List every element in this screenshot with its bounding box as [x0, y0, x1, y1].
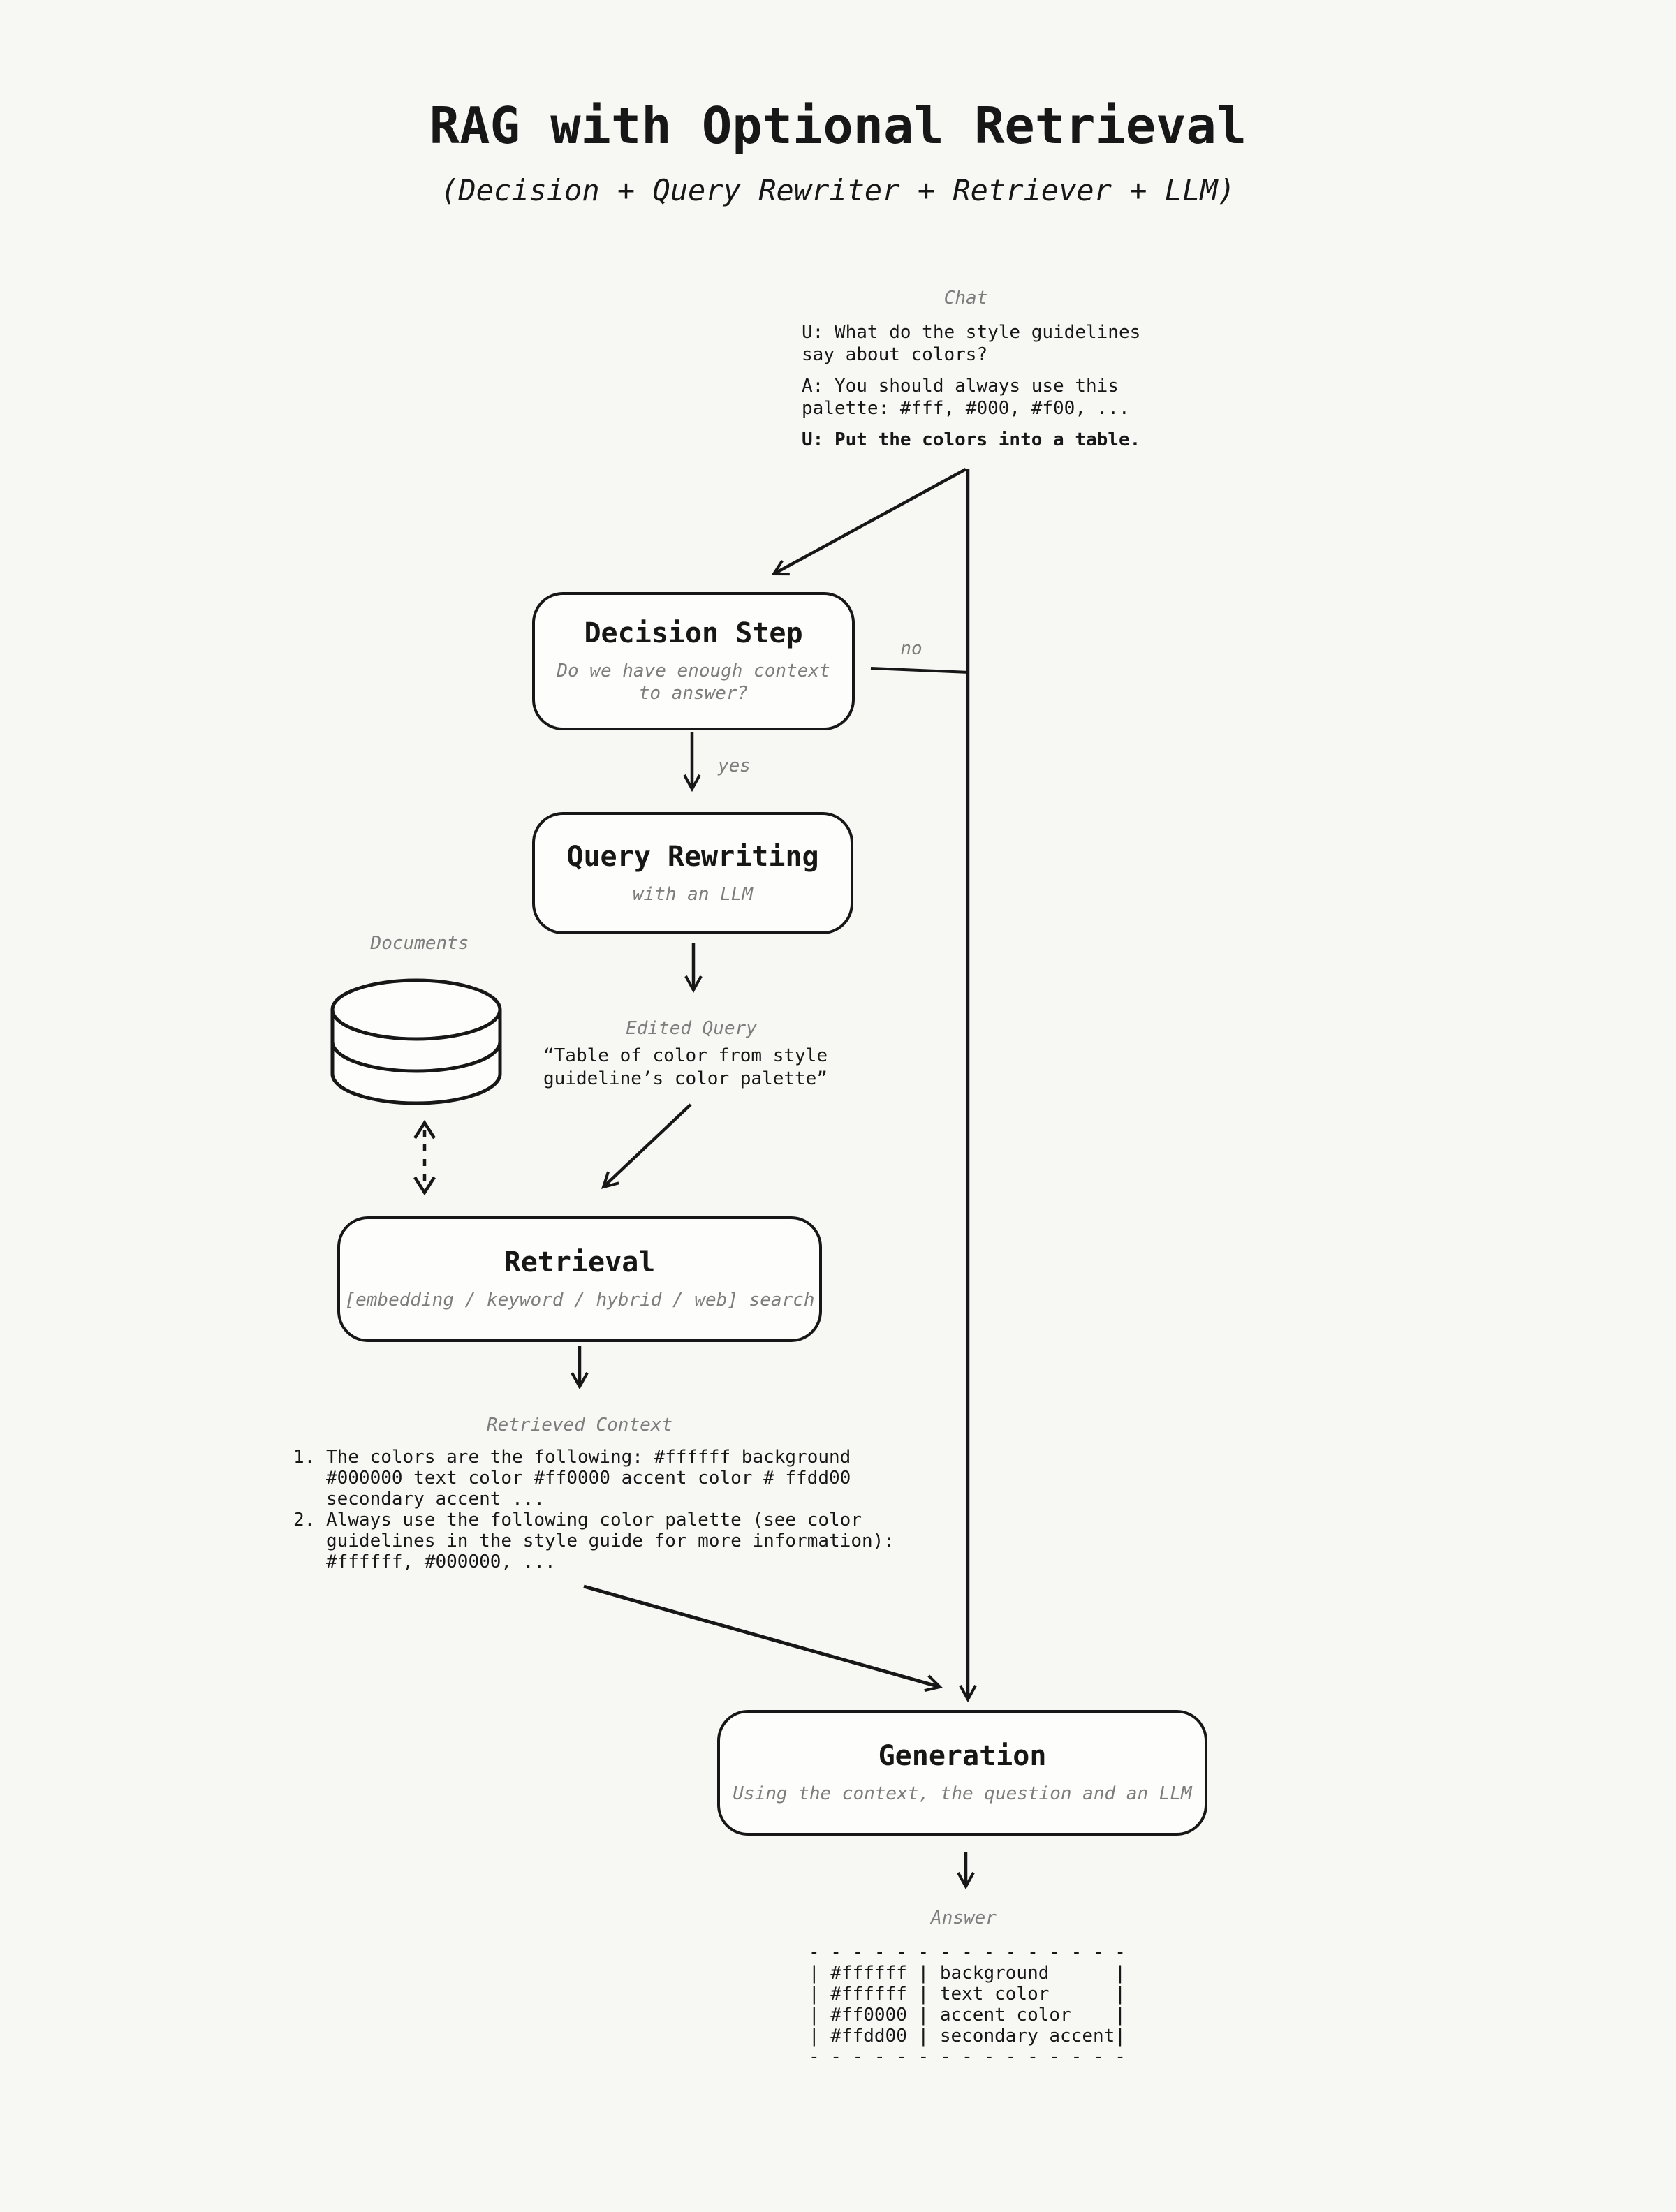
chat-user-message-2: U: Put the colors into a table. [802, 429, 1141, 450]
generation-title: Generation [878, 1740, 1047, 1772]
edited-query-text: “Table of color from style guideline’s c… [543, 1045, 828, 1089]
page-subtitle: (Decision + Query Rewriter + Retriever +… [441, 173, 1235, 207]
retrieval-subtitle: [embedding / keyword / hybrid / web] sea… [344, 1290, 815, 1311]
dashed-arrowhead-up-icon [413, 1119, 436, 1140]
generation-node: Generation Using the context, the questi… [717, 1710, 1207, 1836]
edited-query-label: Edited Query [626, 1018, 757, 1039]
query-rewriting-subtitle: with an LLM [632, 883, 754, 905]
chat-messages: U: What do the style guidelines say abou… [802, 321, 1140, 451]
retrieved-context-item-1: 1. The colors are the following: #ffffff… [293, 1447, 851, 1510]
answer-label: Answer [931, 1908, 997, 1929]
query-rewriting-title: Query Rewriting [566, 840, 819, 873]
answer-table: - - - - - - - - - - - - - - - | #ffffff … [809, 1942, 1126, 2067]
retrieved-context-label: Retrieved Context [486, 1415, 673, 1436]
chat-label: Chat [943, 288, 988, 309]
database-icon [330, 978, 502, 1105]
generation-subtitle: Using the context, the question and an L… [733, 1783, 1192, 1804]
no-connector-line [870, 667, 970, 674]
yes-label: yes [718, 755, 751, 776]
chat-user-message-1: U: What do the style guidelines say abou… [802, 322, 1141, 365]
retrieval-title: Retrieval [503, 1246, 656, 1278]
no-label: no [900, 638, 922, 659]
edited-query-to-retrieval-arrow [603, 1103, 692, 1187]
retrieved-context-list: 1. The colors are the following: #ffffff… [293, 1447, 895, 1572]
page-title: RAG with Optional Retrieval [429, 96, 1247, 155]
dashed-arrowhead-down-icon [413, 1176, 436, 1196]
decision-step-subtitle: Do we have enough context to answer? [557, 661, 830, 704]
retrieval-node: Retrieval [embedding / keyword / hybrid … [337, 1216, 822, 1342]
retrieved-context-item-2: 2. Always use the following color palett… [293, 1510, 895, 1572]
chat-assistant-message: A: You should always use this palette: #… [802, 376, 1130, 419]
decision-step-title: Decision Step [584, 617, 803, 649]
chat-to-decision-arrow [774, 468, 967, 574]
context-to-generation-arrow [583, 1584, 940, 1687]
query-rewriting-node: Query Rewriting with an LLM [532, 812, 853, 934]
documents-label: Documents [370, 933, 469, 954]
decision-step-node: Decision Step Do we have enough context … [532, 592, 855, 730]
